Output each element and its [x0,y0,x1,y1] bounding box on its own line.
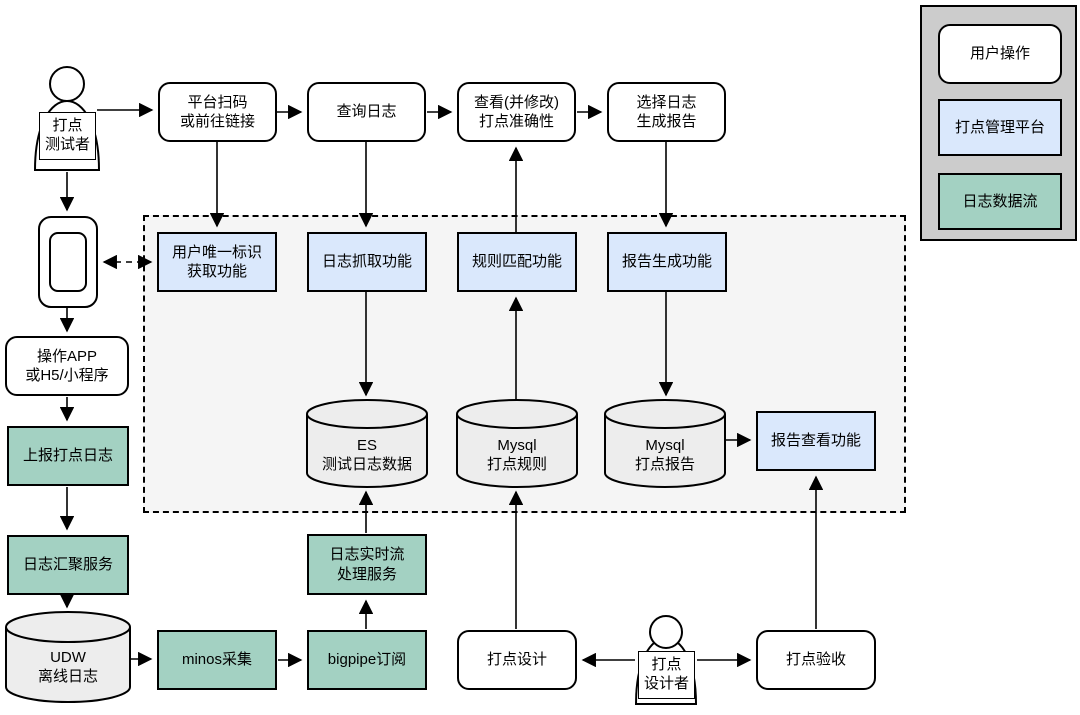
realtime-stream-node: 日志实时流 处理服务 [307,534,427,595]
udw-database-cylinder [5,611,131,703]
legend-item-user-action: 用户操作 [938,24,1062,84]
report-view-function-node: 报告查看功能 [756,411,876,471]
select-report-node: 选择日志 生成报告 [607,82,726,142]
phone-icon [38,216,98,308]
mysql-rules-database-cylinder [456,399,578,488]
flow-arrows [59,102,824,668]
rule-match-function-node: 规则匹配功能 [457,232,577,292]
phone-screen [49,232,87,292]
log-aggregation-node: 日志汇聚服务 [7,535,129,595]
design-node: 打点设计 [457,630,577,690]
designer-label: 打点 设计者 [638,651,695,699]
accept-node: 打点验收 [756,630,876,690]
minos-node: minos采集 [157,630,277,690]
legend-item-data-flow: 日志数据流 [938,173,1062,230]
scan-node: 平台扫码 或前往链接 [158,82,277,142]
log-fetch-function-node: 日志抓取功能 [307,232,427,292]
report-log-node: 上报打点日志 [7,426,129,486]
bigpipe-node: bigpipe订阅 [307,630,427,690]
legend: 用户操作 打点管理平台 日志数据流 [920,5,1077,241]
legend-item-platform: 打点管理平台 [938,99,1062,156]
mysql-rules-database-label: Mysql 打点规则 [486,437,547,473]
mysql-report-database-cylinder [604,399,726,488]
tester-label: 打点 测试者 [39,112,96,160]
es-database-cylinder [306,399,428,488]
mysql-report-database-label: Mysql 打点报告 [634,437,695,473]
udw-database-label: UDW 离线日志 [37,649,98,685]
query-log-node: 查询日志 [307,82,426,142]
check-accuracy-node: 查看(并修改) 打点准确性 [457,82,576,142]
operate-app-node: 操作APP 或H5/小程序 [5,336,129,396]
report-generate-function-node: 报告生成功能 [607,232,727,292]
es-database-label: ES 测试日志数据 [321,437,412,473]
uid-function-node: 用户唯一标识 获取功能 [157,232,277,292]
